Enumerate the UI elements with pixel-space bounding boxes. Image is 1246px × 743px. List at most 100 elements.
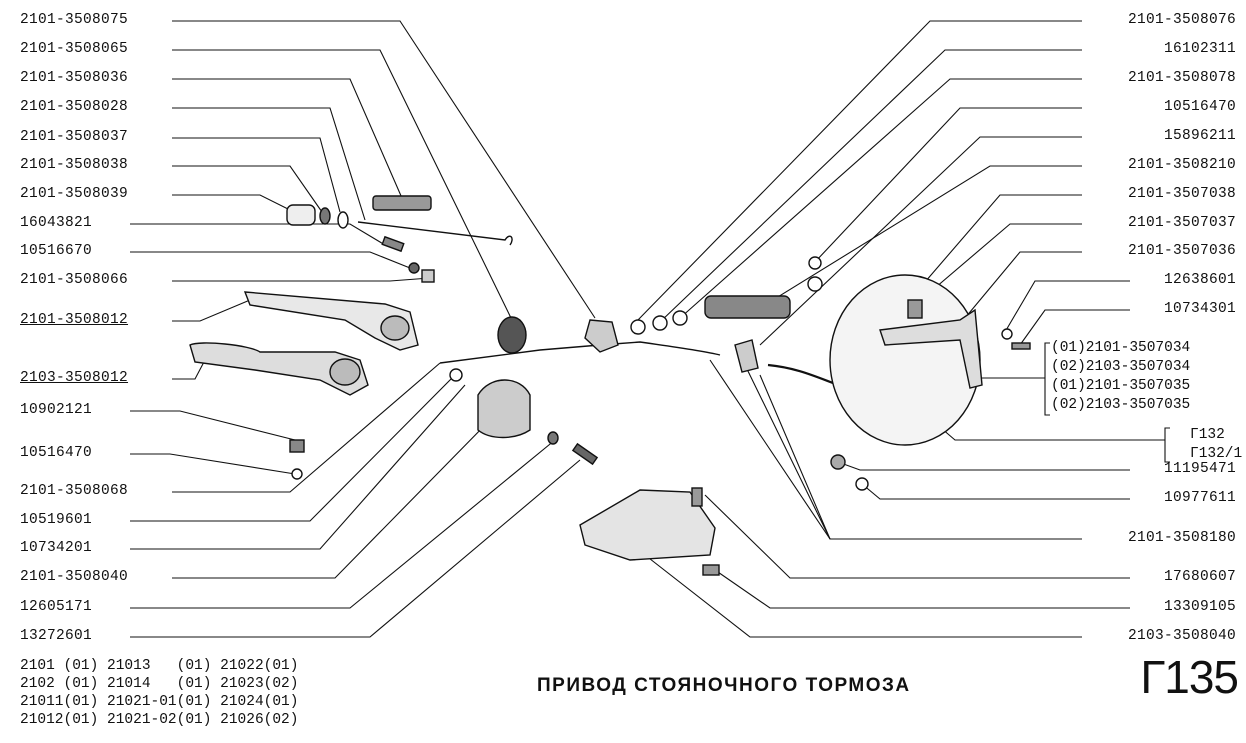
leader-right-16 [714, 569, 1130, 609]
right-label-1: 2101-3508076 [1127, 12, 1236, 28]
front-cable [439, 341, 721, 364]
leader-right-14b [759, 374, 831, 540]
left-label-2: 2101-3508065 [20, 41, 129, 57]
leader-left-14 [130, 453, 296, 475]
left-label-10: 2101-3508066 [20, 272, 129, 288]
leader-left-1 [172, 20, 596, 319]
leader-right-9 [964, 251, 1082, 319]
nut-right [807, 276, 823, 292]
leader-left-11 [172, 299, 251, 322]
shield-bolt-2 [855, 477, 869, 491]
right-label-9: 2101-3507036 [1127, 243, 1236, 259]
brake-bolt [907, 299, 923, 319]
leader-left-16 [130, 374, 456, 522]
brake-shield [829, 274, 981, 446]
left-label-7: 2101-3508039 [20, 186, 129, 202]
left-label-13: 10902121 [20, 402, 93, 418]
return-spring [704, 295, 791, 319]
leader-right-15 [704, 494, 1130, 579]
model-row-1: 2101 (01) 21013 (01) 21022(01) [20, 658, 299, 674]
leader-left-15 [172, 362, 441, 493]
nut-3 [672, 310, 688, 326]
left-label-12: 2103-3508012 [20, 370, 129, 386]
leader-left-8 [130, 223, 386, 246]
brake-lever-arm [879, 308, 983, 389]
left-label-20: 13272601 [20, 628, 93, 644]
right-label-4: 10516470 [1163, 99, 1236, 115]
leader-left-19 [130, 439, 556, 609]
left-label-9: 10516670 [20, 243, 93, 259]
leader-right-5 [759, 136, 1082, 346]
variant-label-3: (01)2101-3507035 [1051, 378, 1191, 394]
washer-right [1001, 328, 1013, 340]
right-label-7: 2101-3507038 [1127, 186, 1236, 202]
nut-2 [652, 315, 668, 331]
variant-label-4: (02)2103-3507035 [1051, 397, 1191, 413]
variant-label-1: (01)2101-3507034 [1051, 340, 1191, 356]
leader-left-17 [130, 384, 466, 550]
shield-bolt-1 [830, 454, 846, 470]
leader-left-7 [172, 194, 291, 211]
leader-left-10 [172, 277, 431, 282]
leader-right-4 [814, 107, 1082, 263]
left-label-4: 2101-3508028 [20, 99, 129, 115]
bolt-small [381, 235, 405, 253]
right-label-17: 2103-3508040 [1127, 628, 1236, 644]
handbrake-lever-lower [189, 342, 369, 396]
right-label-3: 2101-3508078 [1127, 70, 1236, 86]
variant-bracket-group: (01)2101-3507034 (02)2103-3507034 (01)21… [1051, 339, 1190, 415]
right-label-16: 13309105 [1163, 599, 1236, 615]
left-label-19: 12605171 [20, 599, 93, 615]
diagram-title: ПРИВОД СТОЯНОЧНОГО ТОРМОЗА [537, 675, 911, 696]
right-label-12: 11195471 [1163, 461, 1236, 477]
model-row-4: 21012(01) 21021-02(01) 21026(02) [20, 712, 299, 728]
left-label-14: 10516470 [20, 445, 93, 461]
right-label-5: 15896211 [1163, 128, 1236, 144]
cover-pin-1 [691, 487, 703, 507]
leader-right-2 [659, 49, 1082, 323]
bolt-lever [289, 439, 305, 453]
right-label-8: 2101-3507037 [1127, 215, 1236, 231]
leader-left-5 [172, 137, 341, 213]
leader-left-9 [130, 251, 411, 269]
left-label-18: 2101-3508040 [20, 569, 129, 585]
leader-left-6 [172, 165, 323, 213]
model-row-3: 21011(01) 21021-01(01) 21024(01) [20, 694, 299, 710]
nut-right-2 [808, 256, 822, 270]
nut-boot-2 [547, 431, 559, 445]
left-label-5: 2101-3508037 [20, 129, 129, 145]
bracket-brace [1044, 342, 1050, 416]
equalizer [734, 339, 759, 373]
pulley-roller [497, 316, 527, 354]
leader-right-17 [644, 554, 1082, 638]
right-label-6: 2101-3508210 [1127, 157, 1236, 173]
leader-right-3 [679, 78, 1082, 319]
left-label-15: 2101-3508068 [20, 483, 129, 499]
left-label-16: 10519601 [20, 512, 93, 528]
parts-drawings [189, 195, 1031, 576]
leader-left-20 [130, 459, 581, 638]
cover-pin-2 [702, 564, 720, 576]
washer-1 [319, 207, 331, 225]
leader-right-11 [1019, 309, 1130, 346]
reference-label-2: Г132/1 [1190, 446, 1243, 462]
nut-small [408, 262, 420, 274]
leader-right-8 [914, 223, 1082, 306]
leader-left-3 [172, 78, 406, 206]
lever-upper-pivot [380, 315, 410, 341]
washer-lever [291, 468, 303, 480]
tie-rod [357, 221, 513, 246]
leader-right-7 [924, 194, 1082, 283]
lever-boot [477, 379, 531, 439]
right-label-11: 10734301 [1163, 301, 1236, 317]
left-label-17: 10734201 [20, 540, 93, 556]
model-applicability: 2101 (01) 21013 (01) 21022(01) 2102 (01)… [20, 657, 298, 729]
leader-left-18 [172, 419, 491, 579]
leader-right-14c [744, 364, 831, 540]
left-label-8: 16043821 [20, 215, 93, 231]
right-label-14: 2101-3508180 [1127, 530, 1236, 546]
leader-right-13 [861, 483, 1130, 500]
lever-lower-pivot [329, 358, 361, 386]
